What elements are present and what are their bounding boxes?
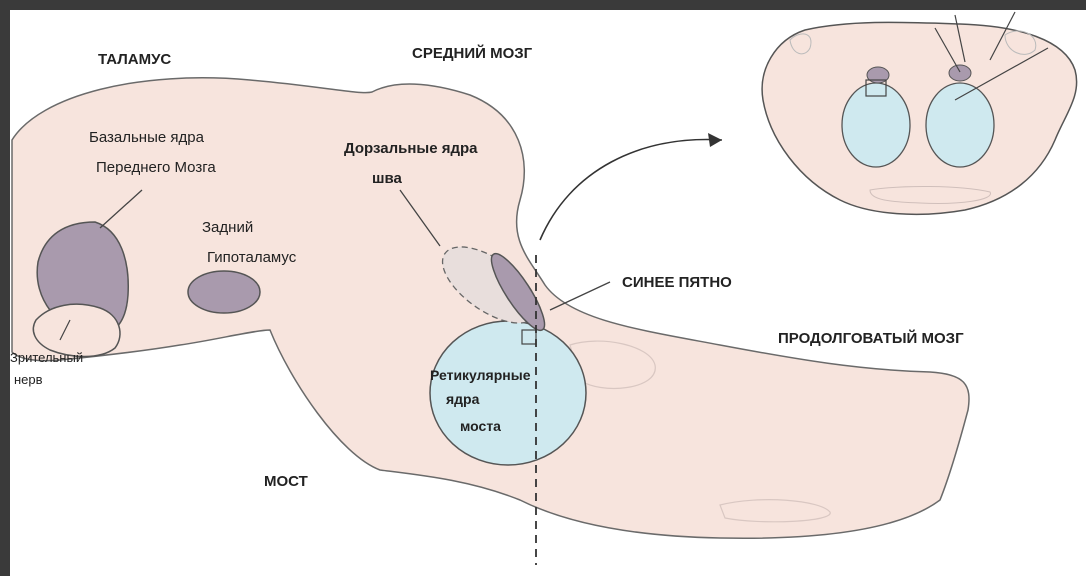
label-posterior-hypothalamus-2: Гипоталамус — [207, 249, 297, 266]
label-basal-nuclei-2: Переднего Мозга — [96, 159, 216, 176]
label-midbrain: СРЕДНИЙ МОЗГ — [412, 44, 533, 62]
cross-section-lc-right — [949, 65, 971, 81]
label-thalamus: ТАЛАМУС — [98, 51, 171, 68]
cross-section-nucleus-right — [926, 83, 994, 167]
label-basal-nuclei-1: Базальные ядра — [89, 129, 205, 146]
optic-nerve-shape — [33, 304, 120, 356]
label-optic-nerve-1: Зрительный — [10, 350, 83, 365]
label-medulla: ПРОДОЛГОВАТЫЙ МОЗГ — [778, 329, 964, 347]
label-reticular-1: Ретикулярные — [430, 367, 531, 383]
label-dorsal-raphe-2: шва — [372, 170, 403, 187]
label-dorsal-raphe-1: Дорзальные ядра — [344, 140, 478, 157]
label-locus-coeruleus: СИНЕЕ ПЯТНО — [622, 274, 732, 291]
posterior-hypothalamus-nucleus — [188, 271, 260, 313]
label-pons: МОСТ — [264, 473, 308, 490]
label-reticular-3: моста — [460, 418, 501, 434]
label-posterior-hypothalamus-1: Задний — [202, 219, 253, 236]
label-reticular-2: ядра — [446, 391, 480, 407]
label-optic-nerve-2: нерв — [14, 372, 43, 387]
